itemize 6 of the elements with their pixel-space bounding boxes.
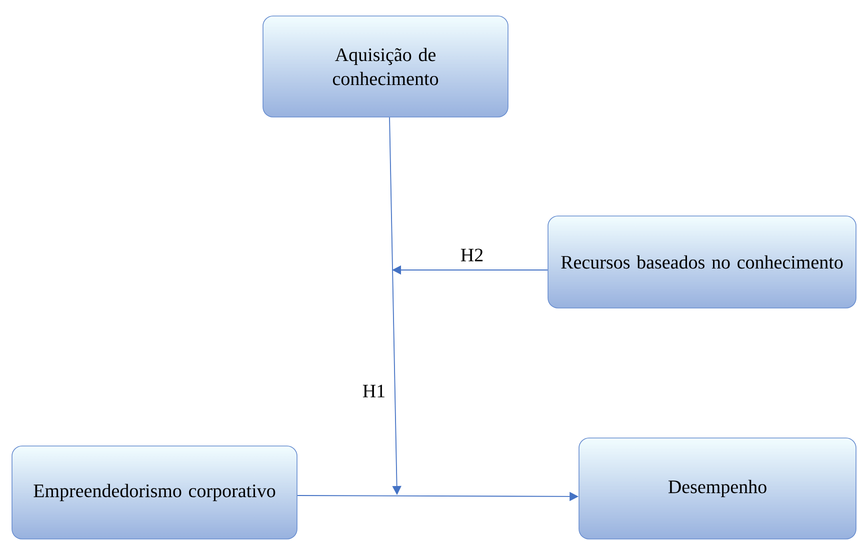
- process-box: Desempenho: [578, 438, 856, 540]
- edge-label: H2: [459, 248, 485, 262]
- edge-label: H1: [361, 384, 387, 398]
- process-box: Aquisição de conhecimento: [262, 16, 508, 118]
- process-box: Empreendedorismo corporativo: [12, 446, 298, 540]
- process-box: Recursos baseados no conhecimento: [548, 216, 856, 308]
